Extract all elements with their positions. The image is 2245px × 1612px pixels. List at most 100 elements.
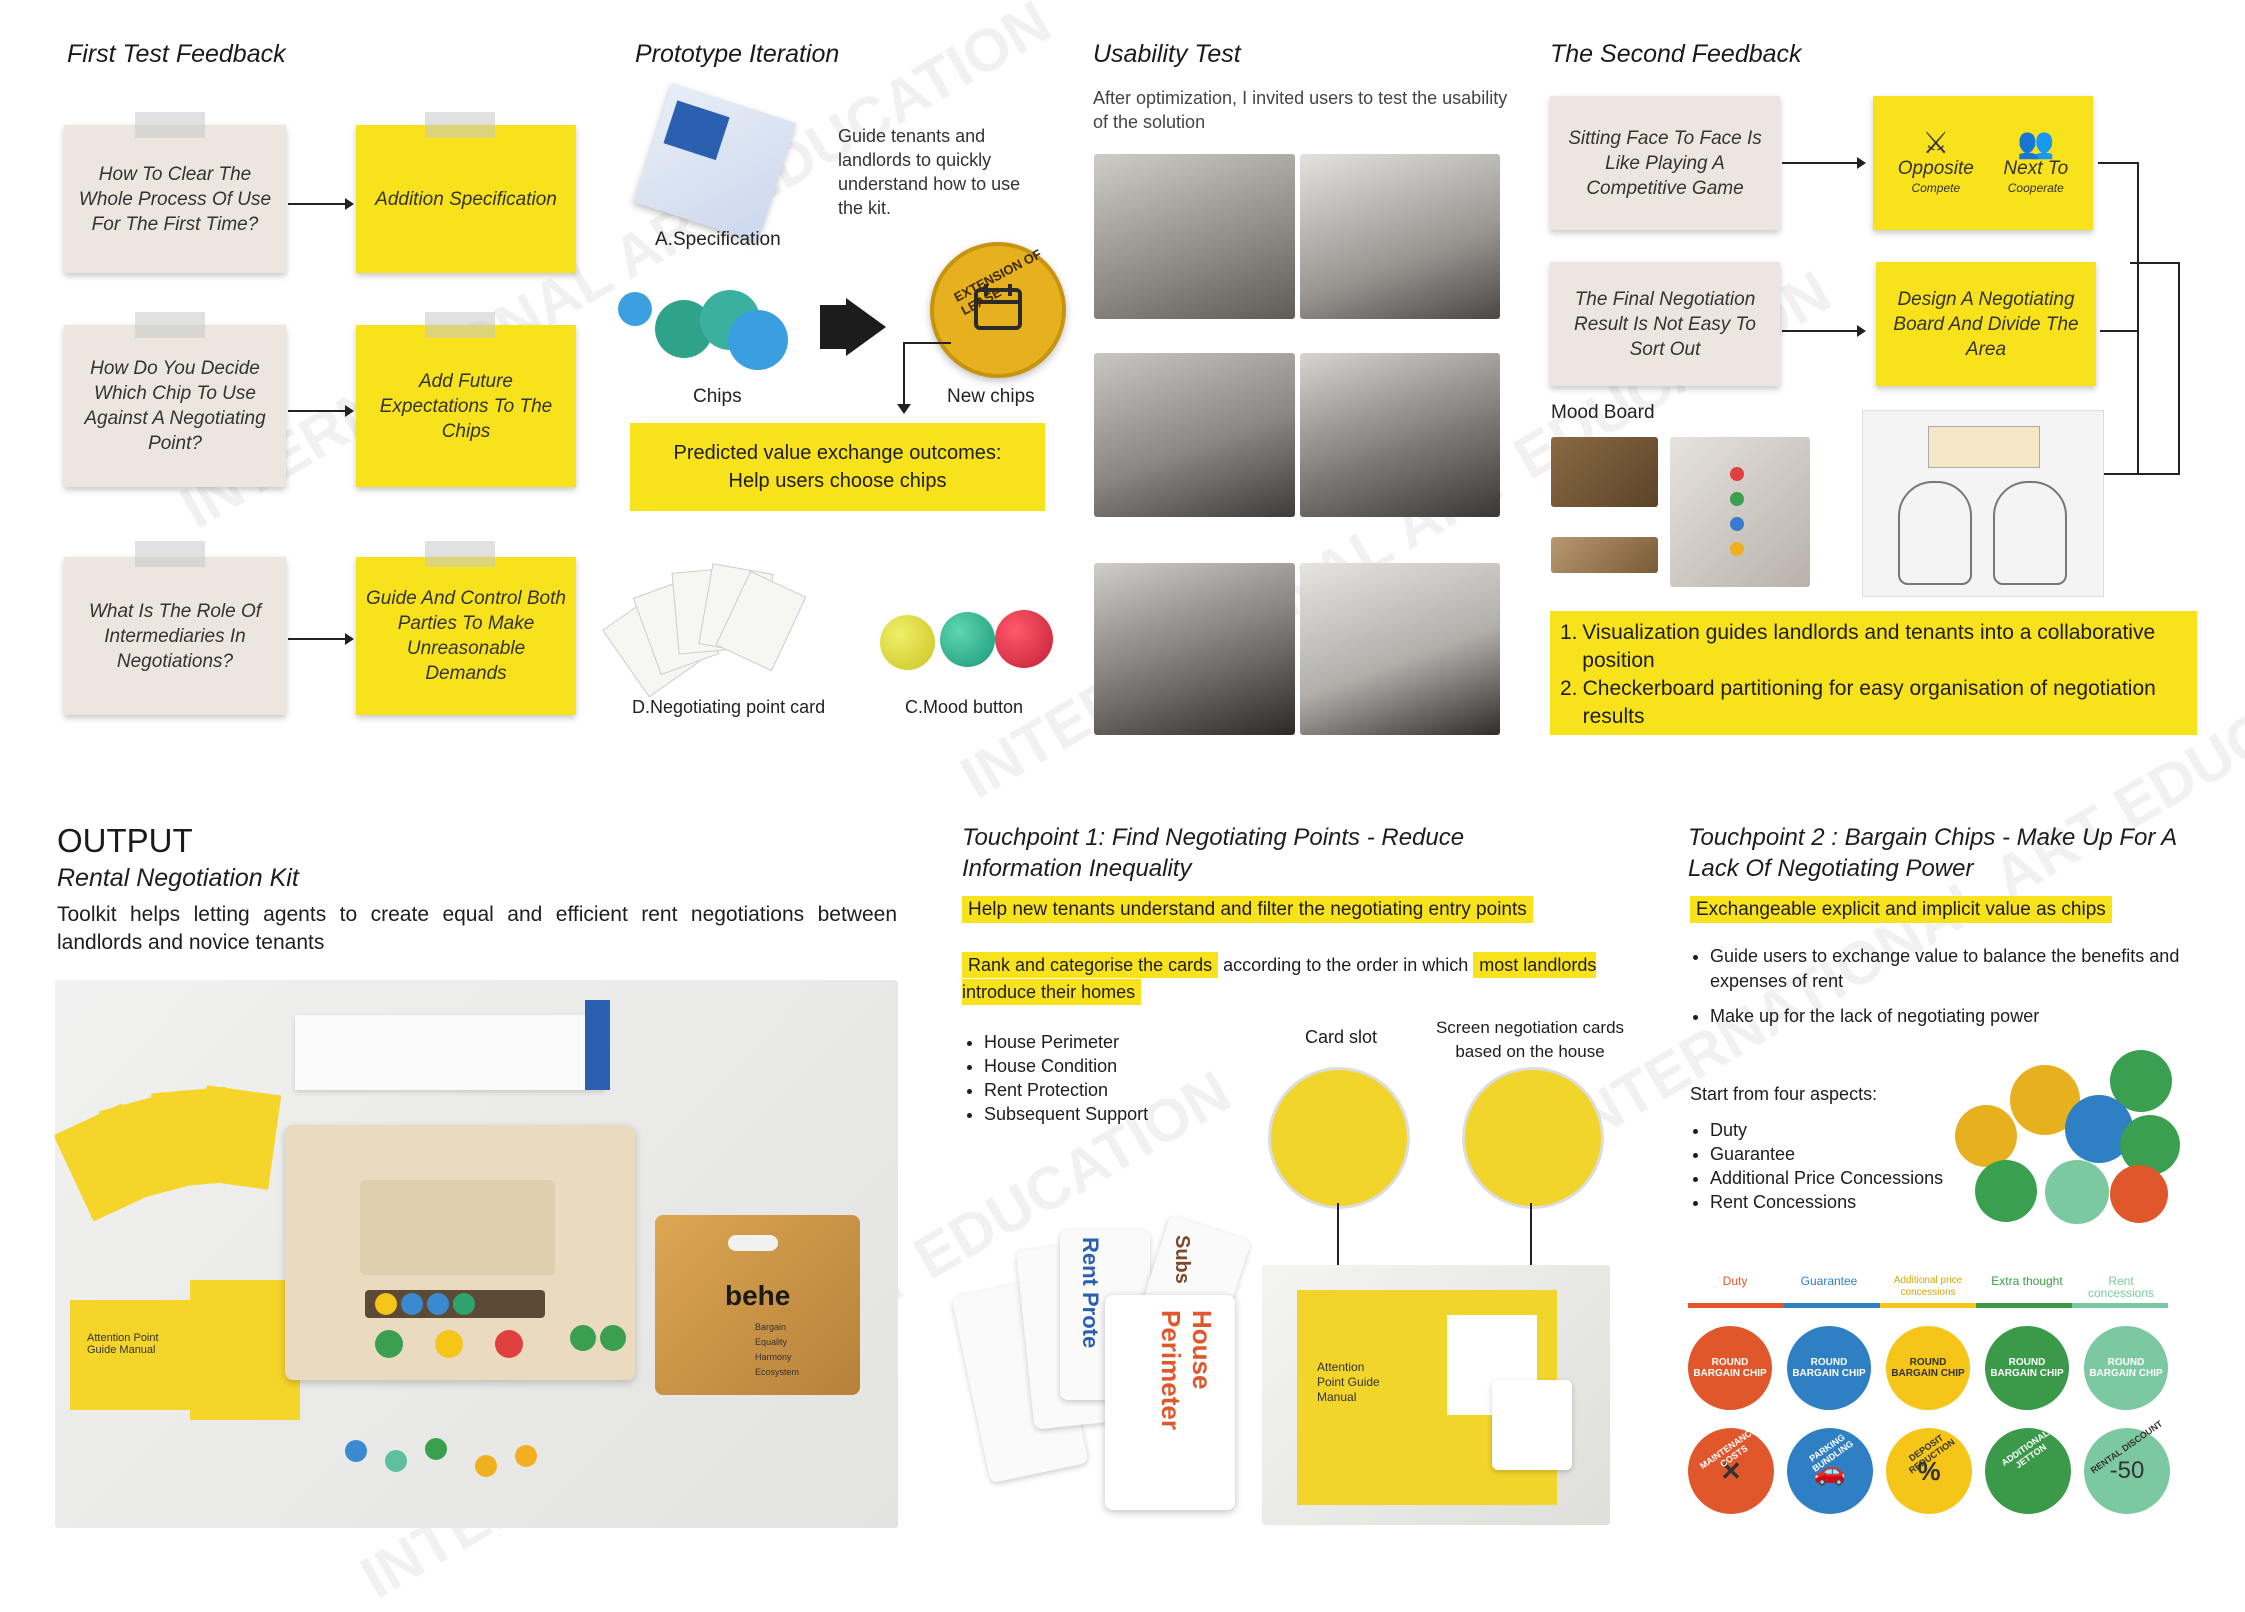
percent-icon: % [1917,1455,1941,1486]
chip-maintenance: MAINTENANCE COSTS ✕ [1688,1425,1774,1514]
tape [425,541,495,567]
chip-additional-jetton: ADDITIONAL JETTON [1985,1428,2071,1514]
tape [425,112,495,138]
touchpoint2-title: Touchpoint 2 : Bargain Chips - Make Up F… [1688,824,2177,882]
first-q3-note: What Is The Role Of Intermediaries In Ne… [64,557,286,715]
tape [425,312,495,338]
point-2-text: Checkerboard partitioning for easy organ… [1582,677,2156,728]
bag-brand: behe [725,1280,791,1311]
aspect-item: Guarantee [1710,1142,1943,1166]
kit-photo: Attention Point Guide Manual behe Bargai… [55,980,898,1528]
second-q2-note: The Final Negotiation Result Is Not Easy… [1550,262,1780,386]
bag-word: Equality [755,1337,788,1347]
h2-part2: according to the order in which [1218,955,1474,975]
guide-manual-label: Attention Point Guide Manual [1317,1360,1380,1404]
opposite-icon: ⚔ [1922,127,1950,160]
cooperation-sketch-image [1862,410,2104,597]
h2-part1: Rank and categorise the cards [962,952,1219,978]
mood-button-yellow [880,615,935,670]
output-desc: Toolkit helps letting agents to create e… [57,903,897,954]
chip-image [618,292,652,326]
position-note: ⚔ Opposite Compete 👥 Next To Cooperate [1873,96,2093,230]
round-chip-rent: ROUND BARGAIN CHIP [2084,1326,2168,1410]
aspects-title: Start from four aspects: [1690,1084,1878,1104]
specification-label: A.Specification [655,229,781,250]
cooperate-icon: 👥 [2017,127,2055,160]
first-feedback-title: First Test Feedback [67,40,286,68]
mood-board-image [1551,437,1658,507]
second-q1-note: Sitting Face To Face Is Like Playing A C… [1550,96,1780,230]
connector-line [2137,162,2139,474]
bag-word: Ecosystem [755,1367,800,1377]
arrow [288,198,354,210]
card-house-text: House Perimeter [1156,1310,1217,1430]
usability-photo [1094,154,1295,319]
bag-words: Bargain Equality Harmony Ecosystem [755,1320,799,1380]
specification-booklet-image [633,82,797,243]
touchpoint2-highlight: Exchangeable explicit and implicit value… [1690,896,2112,923]
tools-icon: ✕ [1720,1455,1742,1486]
round-chip-extra: ROUND BARGAIN CHIP [1985,1326,2069,1410]
arrow [1782,157,1866,169]
card-category-list: House Perimeter House Condition Rent Pro… [962,1030,1148,1126]
connector-line [2100,330,2138,332]
legend-extra: Extra thought [1991,1274,2063,1288]
first-q2-note: How Do You Decide Which Chip To Use Agai… [64,325,286,487]
round-chip-duty: ROUND BARGAIN CHIP [1688,1326,1772,1410]
next-to-label: Next To [2003,158,2069,179]
pointer-line [1337,1203,1339,1303]
list-item: Rent Protection [984,1078,1148,1102]
bullet-item: Guide users to exchange value to balance… [1710,944,2198,994]
predicted-line1: Predicted value exchange outcomes: [673,442,1002,464]
usability-title: Usability Test [1093,40,1241,68]
screen-cards-label: Screen negotiation cards based on the ho… [1435,1018,1625,1061]
chip-deposit: DEPOSIT REDUCTION % [1886,1428,1972,1514]
usability-photo [1300,154,1500,319]
connector-line [2130,262,2180,264]
list-item: House Perimeter [984,1030,1148,1054]
connector-line [2178,262,2180,474]
mood-board-label: Mood Board [1551,402,1655,423]
guide-manual-label: Attention Point Guide Manual [87,1332,159,1356]
mood-button-red [995,610,1053,668]
aspect-item: Duty [1710,1118,1943,1142]
new-chips-label: New chips [947,386,1035,407]
card-subs-text: Subs [1171,1235,1193,1284]
legend-duty: Duty [1722,1274,1748,1288]
predicted-line2: Help users choose chips [728,470,947,492]
chip-parking: PARKING BUNDLING 🚗 [1787,1428,1873,1514]
touchpoint1-title: Touchpoint 1: Find Negotiating Points - … [962,824,1465,882]
touchpoint2-bullets: Guide users to exchange value to balance… [1688,944,2198,1029]
prototype-title: Prototype Iteration [635,40,840,68]
tape [135,112,205,138]
arrow-shaft [820,305,848,349]
arrow [288,633,354,645]
touchpoint1-highlight2: Rank and categorise the cards according … [962,952,1632,1006]
negotiation-cards-image: Rent Prote Subs House Perimeter [951,1214,1265,1515]
mood-button-green [940,612,995,667]
connector-line [903,342,905,408]
point-1-text: Visualization guides landlords and tenan… [1582,621,2156,672]
compete-label: Compete [1911,181,1961,195]
first-a2-note: Add Future Expectations To The Chips [356,325,576,487]
list-item: Subsequent Support [984,1102,1148,1126]
card-rent-text: Rent Prote [1078,1237,1103,1349]
connector-line [2098,162,2138,164]
predicted-outcome-box: Predicted value exchange outcomes: Help … [630,423,1045,511]
first-a3-note: Guide And Control Both Parties To Make U… [356,557,576,715]
legend-rent: Rent concessions [2087,1274,2155,1300]
first-q1-note: How To Clear The Whole Process Of Use Fo… [64,125,286,273]
negotiating-card-image [602,560,807,698]
car-icon: 🚗 [1813,1455,1847,1486]
tape [135,312,205,338]
aspect-item: Rent Concessions [1710,1190,1943,1214]
chips-label: Chips [693,386,742,407]
down-arrow-icon [897,404,911,414]
chip-additional-label: ADDITIONAL JETTON [1999,1427,2051,1471]
legend-bar [1688,1303,2168,1308]
arrow [1782,325,1866,337]
first-a1-note: Addition Specification [356,125,576,273]
output-subtitle: Rental Negotiation Kit [57,864,299,892]
discount-value: -50 [2109,1457,2145,1484]
second-a2-note: Design A Negotiating Board And Divide Th… [1876,262,2096,386]
